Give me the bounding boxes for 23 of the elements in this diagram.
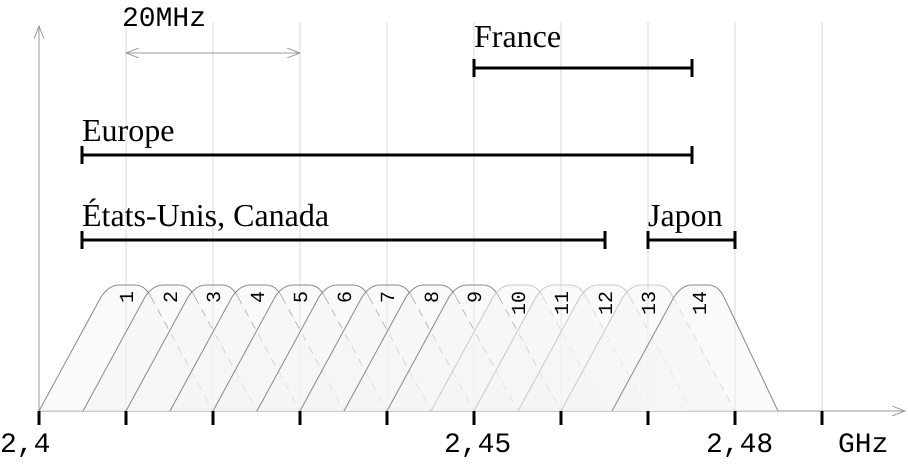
channel-number: 2 <box>162 291 182 304</box>
channel-number: 12 <box>598 291 618 316</box>
channel-number: 14 <box>692 291 712 316</box>
region-label: France <box>474 20 562 52</box>
axis-tick-label: 2,48 <box>706 432 774 460</box>
axis-tick-label: 2,45 <box>444 432 512 460</box>
channel-number: 10 <box>510 291 530 316</box>
channel-number: 1 <box>119 291 139 304</box>
channel-number: 4 <box>250 291 270 304</box>
region-label: États-Unis, Canada <box>82 199 330 231</box>
channel-number: 8 <box>424 291 444 304</box>
region-label: Europe <box>82 114 174 146</box>
dimension-label: 20MHz <box>122 6 206 34</box>
channel-number: 9 <box>467 291 487 304</box>
axis-tick-label: 2,4 <box>0 432 50 460</box>
channel-number: 3 <box>206 291 226 304</box>
channel-number: 7 <box>380 291 400 304</box>
axis-unit-label: GHz <box>838 432 888 460</box>
channel-number: 6 <box>336 291 356 304</box>
channel-number: 13 <box>641 291 661 316</box>
channel-number: 5 <box>293 291 313 304</box>
channel-number: 11 <box>554 291 574 316</box>
region-label: Japon <box>648 199 723 231</box>
